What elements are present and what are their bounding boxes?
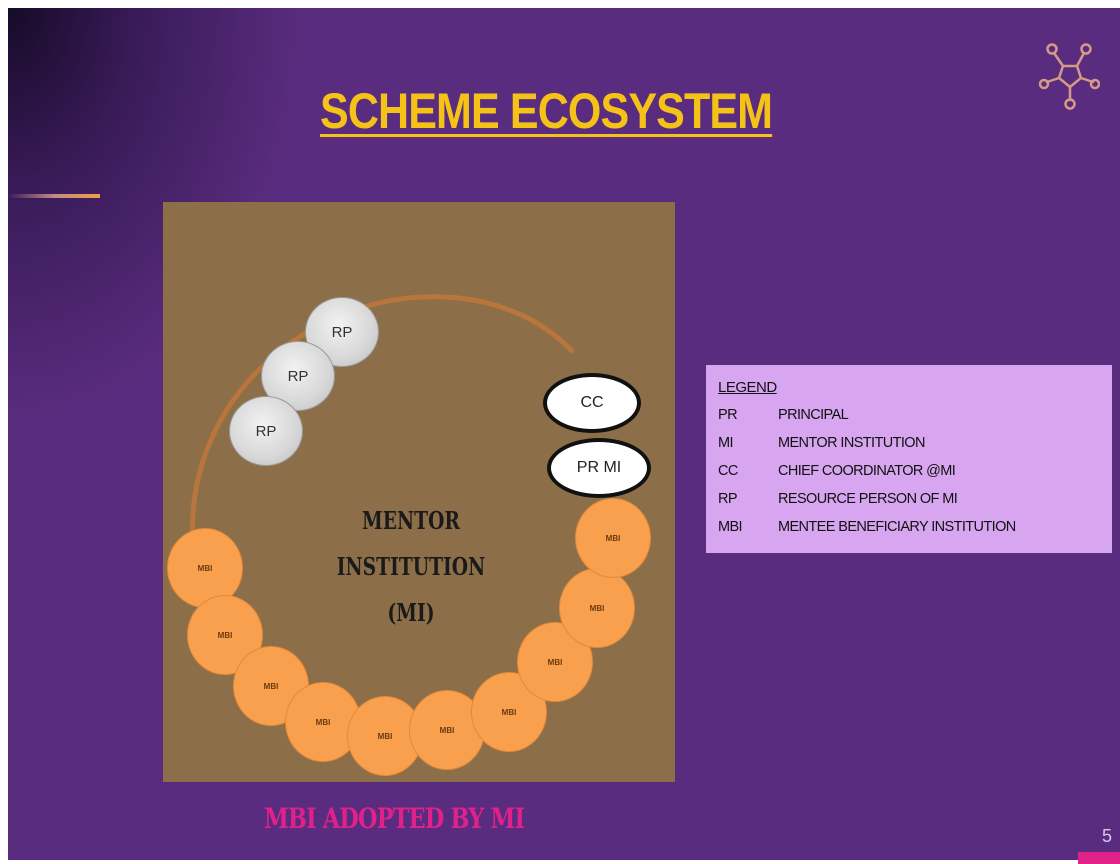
slide: SCHEME ECOSYSTEM MENTOR INSTITUTION (MI)… xyxy=(8,8,1120,860)
rp-node: RP xyxy=(261,341,335,411)
mbi-node: MBI xyxy=(559,568,635,648)
rp-node: RP xyxy=(229,396,303,466)
legend-desc: CHIEF COORDINATOR @MI xyxy=(778,463,956,479)
legend-desc: MENTOR INSTITUTION xyxy=(778,435,925,451)
legend-abbr: MBI xyxy=(718,519,743,535)
network-nodes-icon xyxy=(1038,43,1100,110)
mentor-label-line1: MENTOR INSTITUTION xyxy=(336,506,486,581)
legend-abbr: RP xyxy=(718,491,738,507)
mentor-label-line2: (MI) xyxy=(387,598,435,627)
ecosystem-diagram: MENTOR INSTITUTION (MI) RP RP RP CC PR M… xyxy=(163,202,675,782)
cc-node: CC xyxy=(543,373,641,433)
accent-line xyxy=(8,194,100,198)
pr-mi-node: PR MI xyxy=(547,438,651,498)
legend-title: LEGEND xyxy=(718,379,777,396)
legend-desc: PRINCIPAL xyxy=(778,407,849,423)
mbi-caption: MBI ADOPTED BY MI xyxy=(264,802,525,835)
legend-abbr: MI xyxy=(718,435,734,451)
legend-desc: MENTEE BENEFICIARY INSTITUTION xyxy=(778,519,1016,535)
mentor-institution-label: MENTOR INSTITUTION (MI) xyxy=(302,498,520,636)
mbi-node: MBI xyxy=(575,498,651,578)
legend-desc: RESOURCE PERSON OF MI xyxy=(778,491,958,507)
legend-box: LEGEND PR PRINCIPAL MI MENTOR INSTITUTIO… xyxy=(706,365,1112,553)
legend-abbr: PR xyxy=(718,407,738,423)
connection-ring xyxy=(189,294,575,548)
legend-abbr: CC xyxy=(718,463,738,479)
mbi-node: MBI xyxy=(347,696,423,776)
page-number: 5 xyxy=(1102,826,1113,846)
rp-node: RP xyxy=(305,297,379,367)
corner-accent xyxy=(1078,852,1120,864)
slide-title: SCHEME ECOSYSTEM xyxy=(320,83,773,139)
